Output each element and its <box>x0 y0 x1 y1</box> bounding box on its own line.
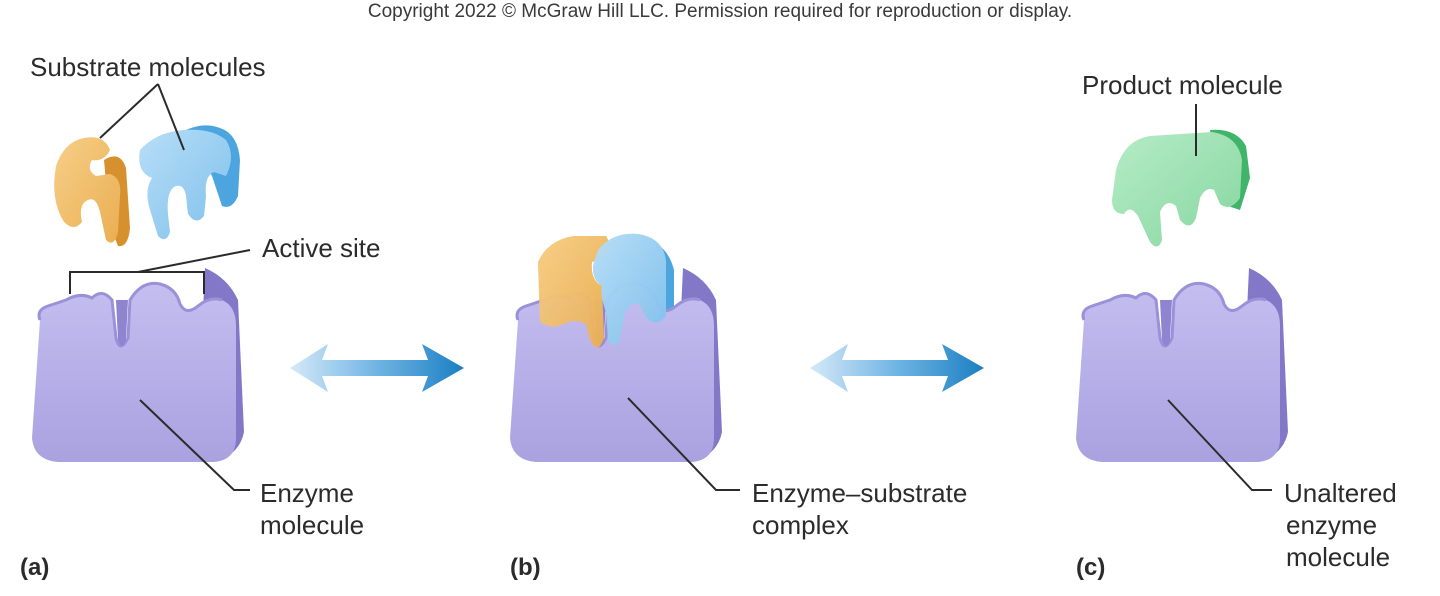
substrate-molecule-blue <box>139 125 240 240</box>
copyright-notice: Copyright 2022 © McGraw Hill LLC. Permis… <box>367 1 1073 22</box>
substrate-leader <box>99 83 185 151</box>
panel-b-tag: (b) <box>510 554 541 581</box>
panel-b <box>508 233 740 491</box>
enzyme-molecule-label-line2: molecule <box>260 510 365 540</box>
enzyme-molecule-icon <box>30 266 246 464</box>
panel-a <box>30 83 251 491</box>
substrate-molecule-orange <box>54 137 131 247</box>
enzyme-molecule-icon <box>1074 266 1290 464</box>
unaltered-label-line1: Unaltered <box>1284 478 1397 508</box>
unaltered-leader <box>1167 399 1272 491</box>
substrate-molecules-label: Substrate molecules <box>30 52 266 82</box>
unaltered-label-line2: enzyme <box>1286 510 1378 540</box>
panel-c <box>1074 104 1290 491</box>
complex-leader <box>627 397 740 491</box>
panel-a-tag: (a) <box>20 554 50 581</box>
product-molecule-icon <box>1112 129 1250 247</box>
enzyme-molecule-label-line1: Enzyme <box>260 478 354 508</box>
active-site-bracket <box>69 249 251 294</box>
complex-label-line1: Enzyme–substrate <box>752 478 968 508</box>
active-site-label: Active site <box>262 233 381 263</box>
double-arrow-icon-2 <box>810 344 984 392</box>
product-molecule-label: Product molecule <box>1082 70 1283 100</box>
enzyme-leader <box>139 399 250 491</box>
complex-label-line2: complex <box>752 510 849 540</box>
unaltered-label-line3: molecule <box>1286 542 1391 572</box>
double-arrow-icon-1 <box>290 344 464 392</box>
panel-c-tag: (c) <box>1076 554 1106 581</box>
